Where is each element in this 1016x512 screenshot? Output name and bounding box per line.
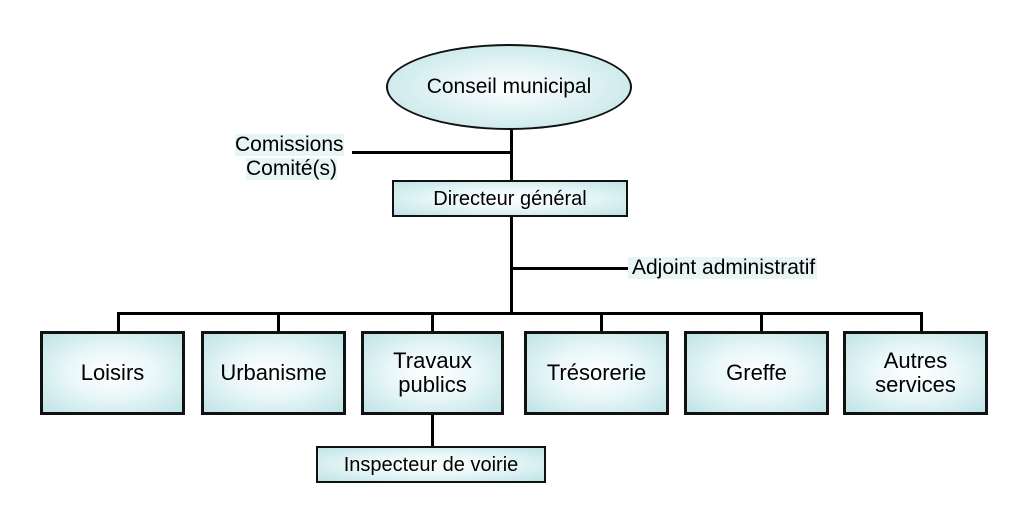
node-label: Autres services <box>875 348 956 397</box>
connector-dept-3 <box>431 312 434 331</box>
node-travaux-publics: Travaux publics <box>361 331 504 415</box>
node-label: Loisirs <box>80 360 145 385</box>
connector-commissions <box>352 151 512 154</box>
connector-dept-6 <box>920 312 923 331</box>
node-directeur-general: Directeur général <box>392 180 628 217</box>
connector-dept-5 <box>760 312 763 331</box>
label-comites: Comité(s) <box>246 157 338 180</box>
node-loisirs: Loisirs <box>40 331 185 415</box>
node-urbanisme: Urbanisme <box>201 331 346 415</box>
node-label: Travaux publics <box>393 348 472 397</box>
connector-dept-4 <box>600 312 603 331</box>
node-label: Conseil municipal <box>426 75 592 98</box>
node-greffe: Greffe <box>684 331 829 415</box>
connector-director-bus <box>510 215 513 315</box>
node-label: Directeur général <box>433 187 587 210</box>
connector-root-director <box>510 129 513 180</box>
connector-dept-1 <box>117 312 120 331</box>
node-tresorerie: Trésorerie <box>524 331 669 415</box>
node-label: Trésorerie <box>546 360 647 385</box>
label-comissions: Comissions <box>235 133 344 156</box>
label-adjoint-administratif: Adjoint administratif <box>628 257 818 279</box>
node-conseil-municipal: Conseil municipal <box>386 44 632 130</box>
node-label: Urbanisme <box>220 360 327 385</box>
node-inspecteur-de-voirie: Inspecteur de voirie <box>316 446 546 483</box>
connector-horizontal-bus <box>117 312 923 315</box>
connector-dept-2 <box>277 312 280 331</box>
connector-assistant <box>510 267 628 270</box>
node-label: Inspecteur de voirie <box>343 453 519 476</box>
node-label: Greffe <box>726 360 787 385</box>
node-autres-services: Autres services <box>843 331 988 415</box>
connector-travaux-inspecteur <box>431 413 434 448</box>
